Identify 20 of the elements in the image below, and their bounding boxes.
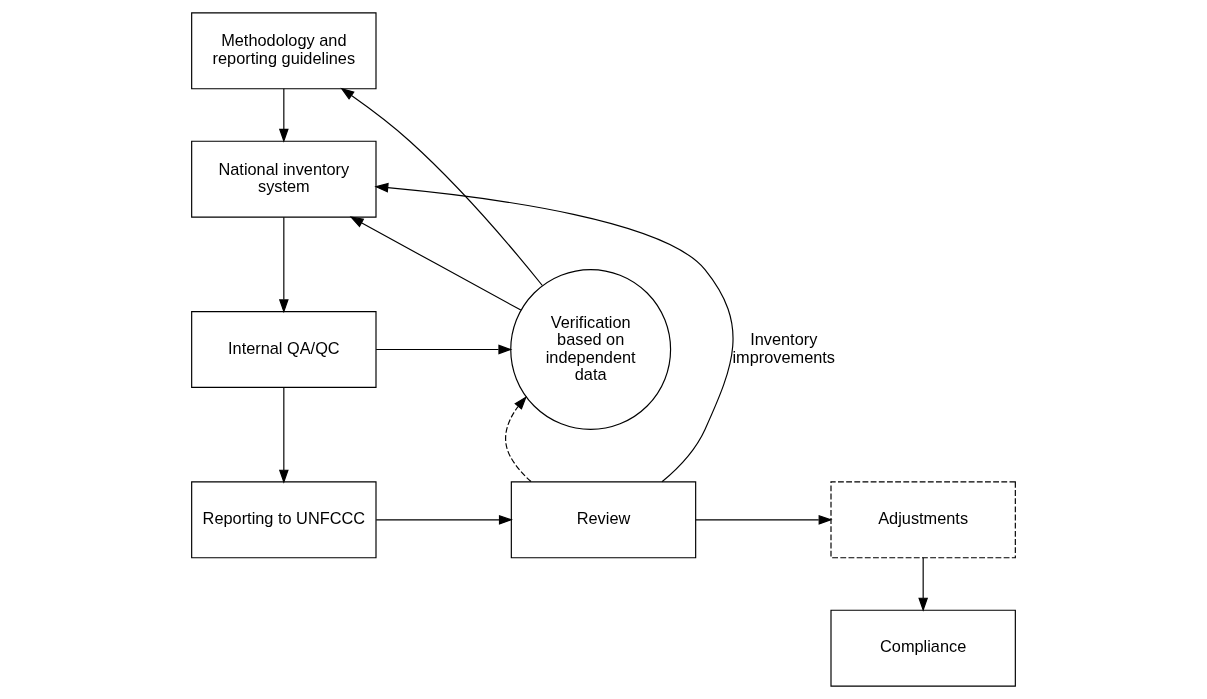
arrow (375, 514, 513, 525)
arrow (505, 395, 532, 483)
arrow (918, 557, 929, 612)
arrow (349, 216, 522, 311)
node-box: Reporting to UNFCCC (191, 481, 377, 559)
node-box: National inventory system (191, 140, 377, 218)
arrow (278, 216, 289, 314)
node-box: Compliance (830, 609, 1016, 687)
edge-label: Inventory improvements (732, 330, 836, 366)
node-circle: Verification based on independent data (510, 269, 672, 430)
node-box: Internal QA/QC (191, 311, 377, 388)
arrow (374, 182, 734, 483)
node-box: Review (510, 481, 697, 559)
arrow (375, 344, 513, 355)
arrow (278, 386, 289, 484)
node-box: Methodology and reporting guidelines (191, 12, 377, 90)
node-box: Adjustments (830, 481, 1016, 559)
arrow (695, 514, 833, 525)
arrow (340, 87, 543, 287)
arrow (278, 88, 289, 143)
